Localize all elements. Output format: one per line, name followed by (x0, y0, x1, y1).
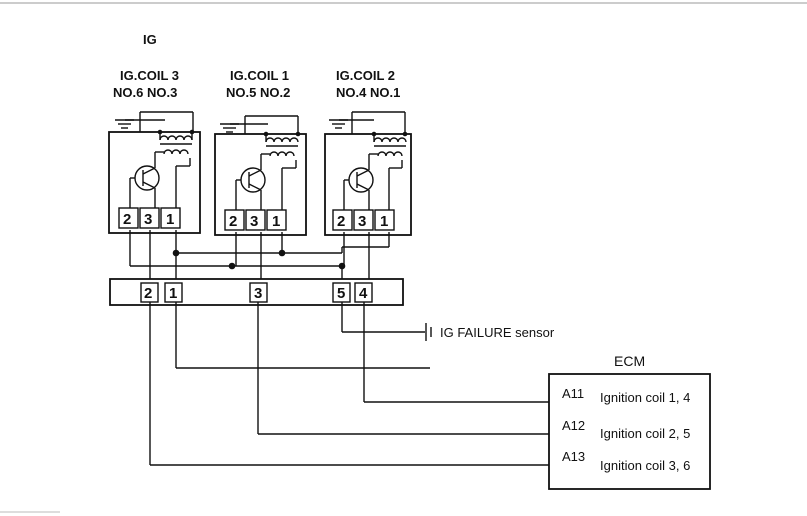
ground-symbol (329, 119, 374, 129)
coil-winding-icon (371, 131, 408, 157)
coil-1-pins: 2 3 1 (224, 209, 287, 231)
ignition-coil-1: 2 3 1 (214, 115, 307, 236)
ecm-unit: ECM A11 Ignition coil 1, 4 A12 Ignition … (548, 353, 711, 490)
connector-pin-2: 2 (144, 285, 152, 302)
ecm-terminal-a12: A12 (562, 418, 585, 433)
coil-1-label-line2: NO.5 NO.2 (226, 85, 290, 100)
connector-pin-1: 1 (169, 285, 177, 302)
coil-3-pin-3: 3 (144, 211, 152, 228)
transistor-icon (236, 153, 270, 193)
ecm-terminal-a13: A13 (562, 449, 585, 464)
coil-3-label-line1: IG.COIL 3 (120, 68, 179, 83)
ig-failure-sensor: IG FAILURE sensor (425, 323, 555, 341)
coil-3-label-line2: NO.6 NO.3 (113, 85, 177, 100)
coil-2-pin-1: 1 (380, 213, 388, 230)
coil-2-pin-3: 3 (358, 213, 366, 230)
ecm-title: ECM (614, 353, 645, 369)
transistor-icon (130, 151, 164, 191)
coil-2-pins: 2 3 1 (332, 209, 395, 231)
coil-1-pin-1: 1 (272, 213, 280, 230)
ig-label: IG (143, 32, 157, 47)
connector-pin-5: 5 (337, 285, 345, 302)
ignition-coil-2: 2 3 1 (324, 111, 412, 236)
coil-2-label-line2: NO.4 NO.1 (336, 85, 400, 100)
coil-2-label-line1: IG.COIL 2 (336, 68, 395, 83)
coil-1-pin-2: 2 (229, 213, 237, 230)
coil-3-pins: 2 3 1 (118, 207, 181, 229)
transistor-icon (344, 153, 378, 193)
ig-failure-sensor-label: IG FAILURE sensor (440, 325, 555, 340)
coil-winding-icon (157, 129, 195, 155)
harness-connector: 2 1 3 5 4 (109, 278, 404, 306)
connector-pin-3: 3 (254, 285, 262, 302)
coil-2-pin-2: 2 (337, 213, 345, 230)
coil-3-pin-1: 1 (166, 211, 174, 228)
coil-labels: IG.COIL 3 NO.6 NO.3 IG.COIL 1 NO.5 NO.2 … (113, 68, 400, 100)
coil-1-label-line1: IG.COIL 1 (230, 68, 289, 83)
coil-3-pin-2: 2 (123, 211, 131, 228)
connector-pin-4: 4 (359, 285, 368, 302)
ground-symbol (115, 119, 165, 129)
coil-winding-icon (263, 131, 301, 157)
ground-symbol (220, 123, 268, 133)
ecm-signal-a13: Ignition coil 3, 6 (600, 458, 690, 473)
ignition-coil-3: 2 3 1 (108, 111, 201, 234)
ecm-signal-a12: Ignition coil 2, 5 (600, 426, 690, 441)
coil-1-pin-3: 3 (250, 213, 258, 230)
ecm-signal-a11: Ignition coil 1, 4 (600, 390, 690, 405)
harness-wires (129, 230, 390, 279)
ecm-terminal-a11: A11 (562, 386, 584, 401)
